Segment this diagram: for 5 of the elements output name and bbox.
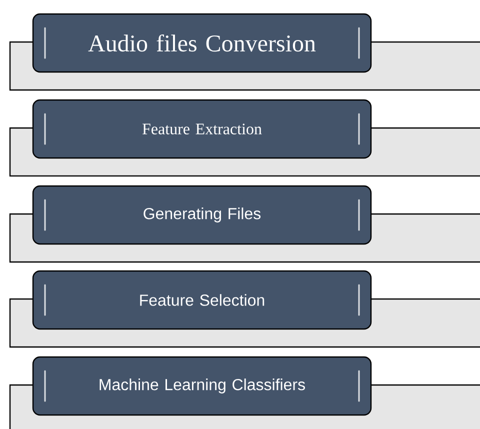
step-tab: Feature Extraction <box>32 99 372 159</box>
step-tab: Feature Selection <box>32 270 372 330</box>
step-tab: Audio files Conversion <box>32 13 372 73</box>
step-tab: Generating Files <box>32 185 372 245</box>
step-tab: Machine Learning Classifiers <box>32 356 372 416</box>
